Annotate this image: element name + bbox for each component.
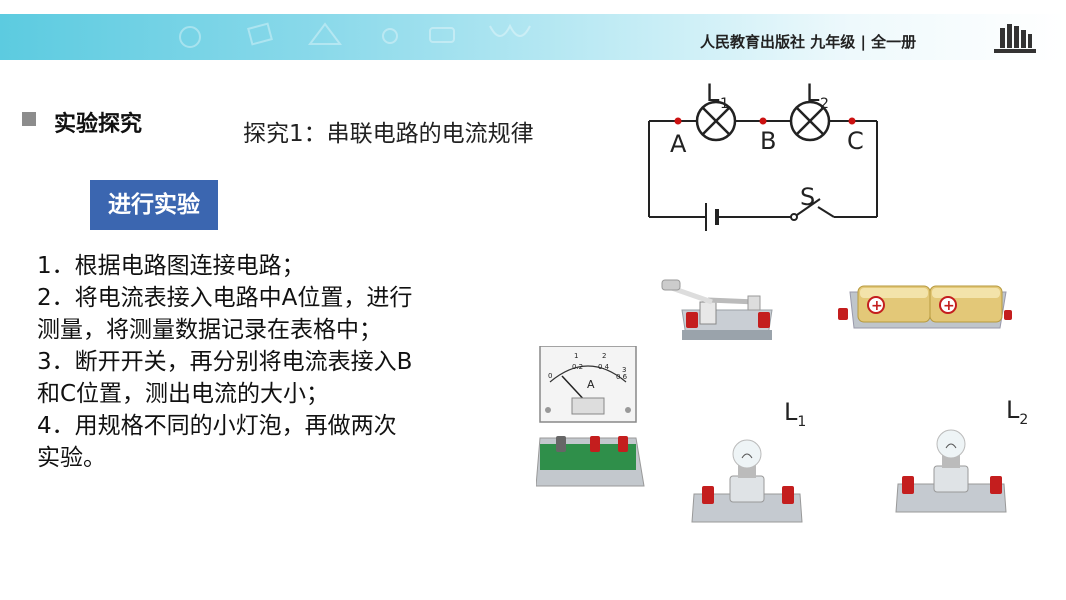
- node-a: [674, 117, 682, 125]
- switch-symbol: [790, 198, 821, 221]
- bulb-l2-label: L2: [1006, 396, 1029, 428]
- scale-bottom-2: 0.4: [598, 363, 610, 371]
- procedure-steps: 1．根据电路图连接电路； 2．将电流表接入电路中A位置，进行 测量，将测量数据记…: [37, 250, 487, 474]
- publisher-text: 人民教育出版社 九年级 | 全一册: [700, 33, 917, 51]
- bulb-l1-label: L1: [784, 398, 807, 430]
- scale-bottom-0: 0: [548, 372, 552, 380]
- battery-symbol: [705, 203, 719, 231]
- node-c: [848, 117, 856, 125]
- step-line: 实验。: [37, 445, 106, 471]
- lamp-l1-symbol: [695, 100, 737, 142]
- knife-switch-image: [661, 279, 773, 340]
- step-line: 和C位置，测出电流的大小；: [37, 381, 330, 407]
- lamp-l2-label: L: [806, 79, 820, 107]
- step-line: 1．根据电路图连接电路；: [37, 253, 305, 279]
- ammeter-image: A 1 2 3 0 0.2 0.4 0.6: [536, 346, 645, 487]
- procedure-badge: 进行实验: [90, 180, 218, 230]
- step-line: 3．断开开关，再分别将电流表接入B: [37, 349, 413, 375]
- banner-decoration: [179, 22, 531, 48]
- lamp-l1-label: L: [706, 79, 720, 107]
- point-c-label: C: [847, 127, 864, 155]
- lamp-l1-sub: 1: [720, 96, 729, 112]
- scale-top-2: 2: [602, 352, 606, 360]
- top-banner: [0, 14, 1066, 60]
- point-a-label: A: [670, 130, 687, 158]
- scale-bottom-1: 0.2: [572, 363, 583, 371]
- step-line: 测量，将测量数据记录在表格中；: [37, 317, 382, 343]
- section-title: 实验探究: [54, 112, 143, 137]
- scale-bottom-3: 0.6: [616, 373, 628, 381]
- lamp-l2-symbol: [789, 100, 831, 142]
- point-b-label: B: [760, 127, 776, 155]
- scale-top-1: 1: [574, 352, 578, 360]
- section-bullet: [22, 112, 36, 126]
- bulb-l1-image: [691, 439, 803, 523]
- step-line: 4．用规格不同的小灯泡，再做两次: [37, 413, 397, 439]
- series-circuit-diagram: L 1 L 2 A B C S: [648, 79, 878, 231]
- step-line: 2．将电流表接入电路中A位置，进行: [37, 285, 413, 311]
- switch-label: S: [800, 183, 815, 211]
- node-b: [759, 117, 767, 125]
- battery-image: + +: [838, 285, 1012, 329]
- bulb-l2-image: [895, 429, 1007, 513]
- books-icon: [994, 24, 1036, 53]
- scale-top-3: 3: [622, 366, 626, 374]
- svg-text:+: +: [871, 298, 883, 314]
- experiment-subtitle: 探究1：串联电路的电流规律: [243, 121, 534, 147]
- lamp-l2-sub: 2: [820, 96, 829, 112]
- ammeter-unit: A: [587, 378, 595, 391]
- svg-text:+: +: [943, 298, 955, 314]
